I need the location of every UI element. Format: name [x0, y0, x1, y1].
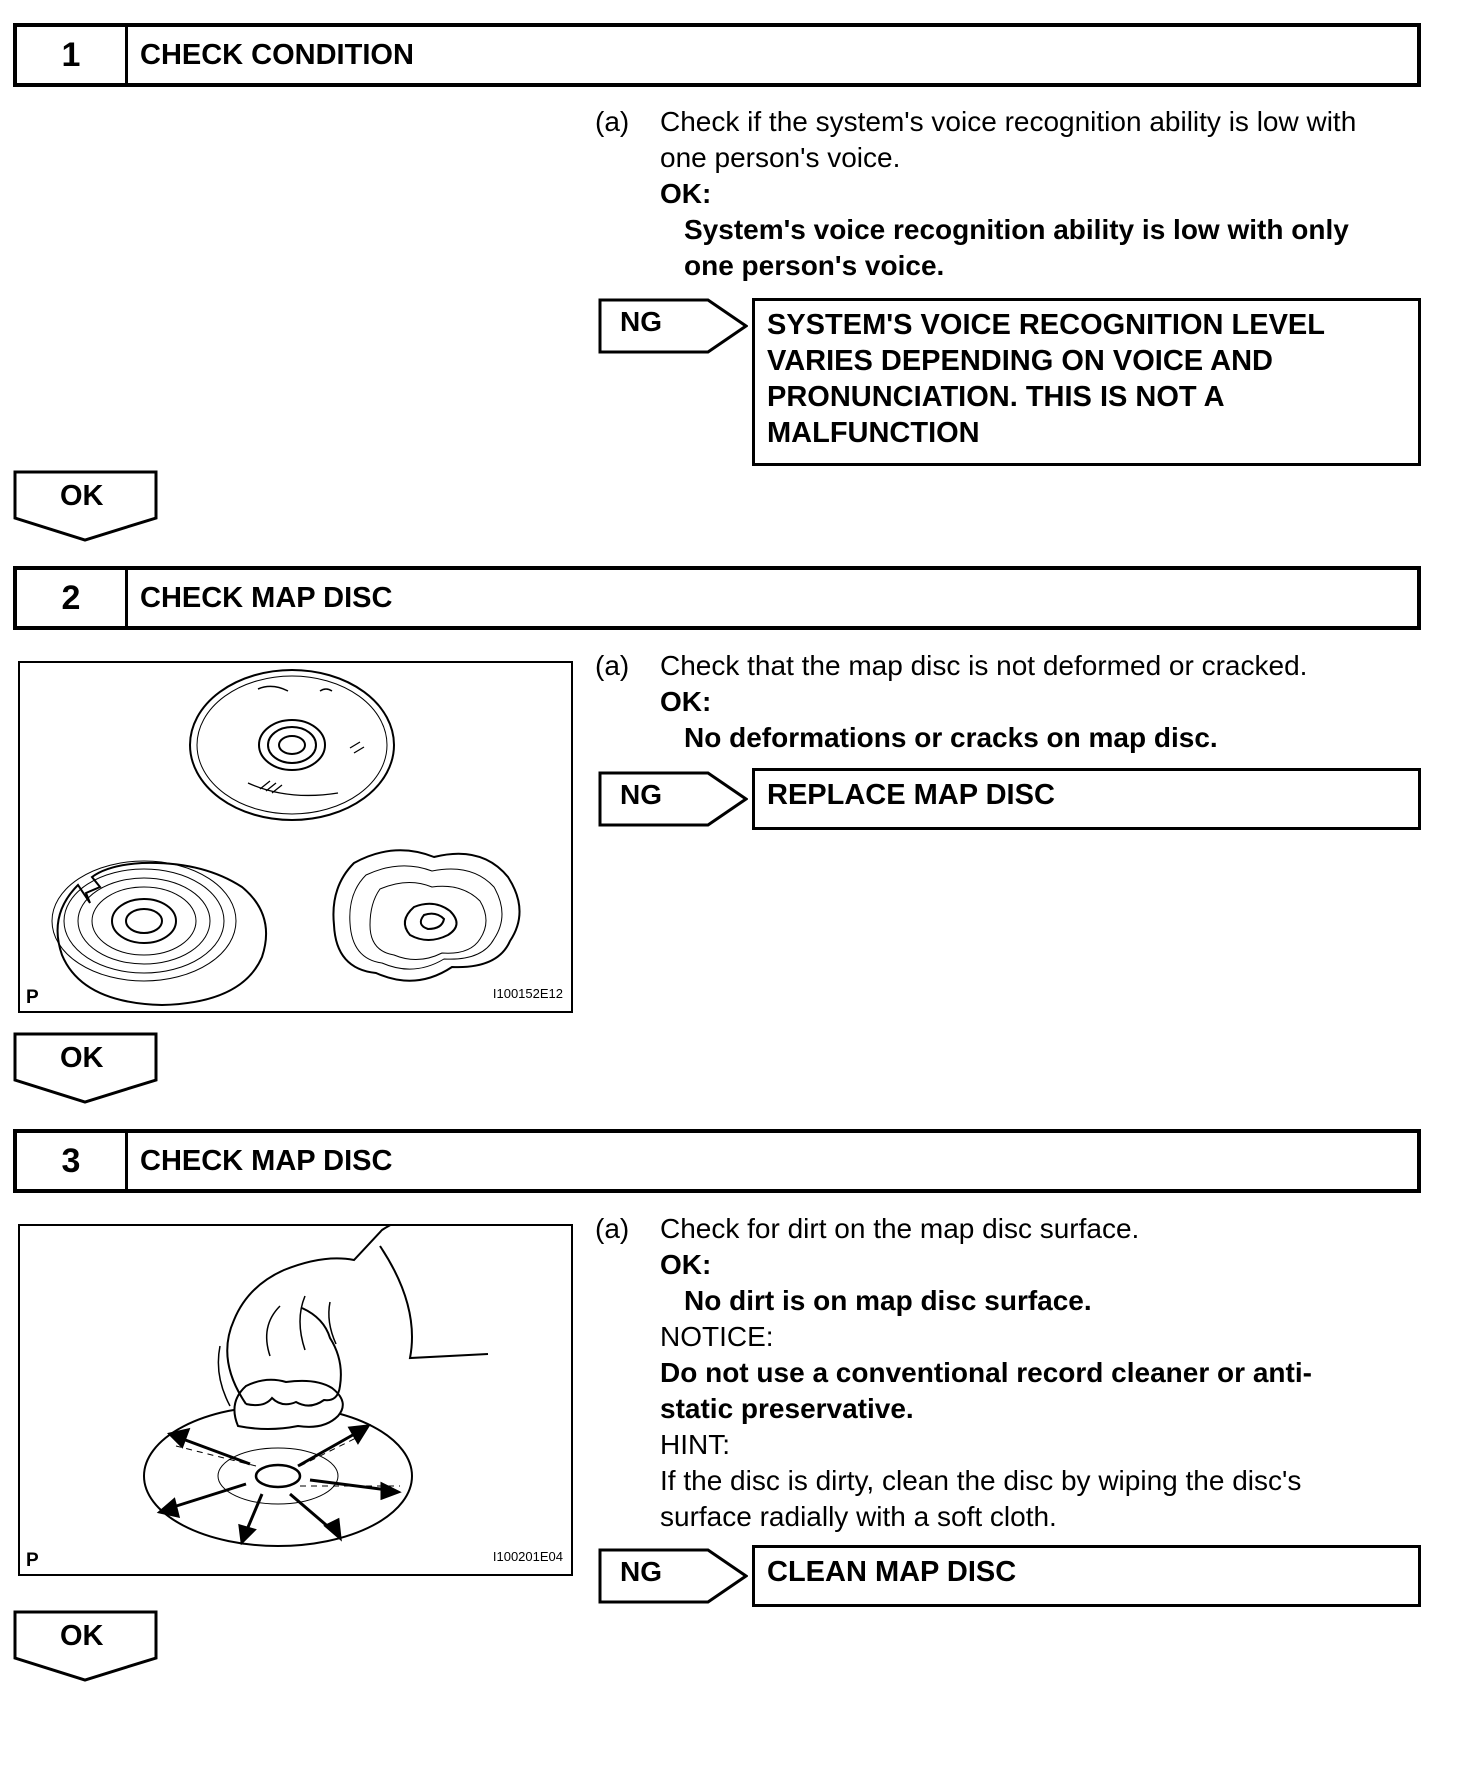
- ng-result-box: CLEAN MAP DISC: [752, 1545, 1421, 1607]
- notice-text-cont: static preservative.: [660, 1393, 914, 1424]
- step-number: 2: [17, 570, 128, 626]
- ok-arrow-icon: [13, 470, 158, 542]
- result-line: VARIES DEPENDING ON VOICE AND: [767, 345, 1273, 377]
- result-line: REPLACE MAP DISC: [767, 779, 1055, 811]
- ng-arrow-icon: [598, 771, 749, 827]
- item-text: Check if the system's voice recognition …: [660, 106, 1357, 137]
- ok-arrow: OK: [13, 1610, 159, 1687]
- step-title: CHECK MAP DISC: [140, 581, 393, 614]
- item-text-cont: one person's voice.: [660, 142, 901, 173]
- step-1-instructions: (a) Check if the system's voice recognit…: [595, 104, 1425, 284]
- disc-damage-illustration: P I100152E12: [18, 661, 573, 1013]
- notice-heading: NOTICE:: [660, 1321, 774, 1352]
- ok-label: OK: [60, 1620, 104, 1652]
- step-number: 1: [17, 27, 128, 83]
- item-label: (a): [595, 1213, 630, 1244]
- ok-criteria: System's voice recognition ability is lo…: [684, 214, 1349, 245]
- ok-heading: OK:: [660, 686, 712, 717]
- step-1-header: 1 CHECK CONDITION: [13, 23, 1421, 87]
- ok-heading: OK:: [660, 178, 712, 209]
- result-line: MALFUNCTION: [767, 417, 980, 449]
- ng-arrow-icon: [598, 298, 749, 354]
- ng-arrow-icon: [598, 1548, 749, 1604]
- ng-label: NG: [620, 779, 662, 810]
- damaged-discs-drawing: [51, 669, 521, 1007]
- ok-arrow-icon: [13, 1032, 158, 1104]
- item-label: (a): [595, 106, 630, 137]
- notice-text: Do not use a conventional record cleaner…: [660, 1357, 1312, 1388]
- ng-arrow: NG: [598, 771, 749, 832]
- step-3-instructions: (a) Check for dirt on the map disc surfa…: [595, 1211, 1425, 1535]
- step-3-header: 3 CHECK MAP DISC: [13, 1129, 1421, 1193]
- step-2-instructions: (a) Check that the map disc is not defor…: [595, 648, 1425, 756]
- ok-criteria: No deformations or cracks on map disc.: [684, 722, 1218, 753]
- disc-cleaning-illustration: P I100201E04: [18, 1214, 573, 1576]
- item-text: Check for dirt on the map disc surface.: [660, 1213, 1140, 1244]
- result-line: PRONUNCIATION. THIS IS NOT A: [767, 381, 1225, 413]
- ok-label: OK: [60, 480, 104, 512]
- step-2-header: 2 CHECK MAP DISC: [13, 566, 1421, 630]
- ok-arrow-icon: [13, 1610, 158, 1682]
- step-title: CHECK MAP DISC: [140, 1144, 393, 1177]
- disc-wiping-drawing: [143, 1214, 489, 1547]
- ok-arrow: OK: [13, 1032, 159, 1109]
- ng-label: NG: [620, 306, 662, 337]
- ng-arrow: NG: [598, 298, 749, 359]
- figure-code: I100201E04: [492, 1549, 563, 1564]
- figure-corner-label: P: [26, 1550, 39, 1571]
- step-title: CHECK CONDITION: [140, 38, 414, 71]
- ng-result-box: REPLACE MAP DISC: [752, 768, 1421, 830]
- ng-label: NG: [620, 1556, 662, 1587]
- ok-arrow: OK: [13, 470, 159, 547]
- result-line: SYSTEM'S VOICE RECOGNITION LEVEL: [767, 309, 1325, 341]
- ng-result-box: SYSTEM'S VOICE RECOGNITION LEVEL VARIES …: [752, 298, 1421, 466]
- figure-code: I100152E12: [492, 986, 563, 1001]
- hint-text-cont: surface radially with a soft cloth.: [660, 1501, 1057, 1532]
- item-text: Check that the map disc is not deformed …: [660, 650, 1308, 681]
- ok-label: OK: [60, 1042, 104, 1074]
- ok-heading: OK:: [660, 1249, 712, 1280]
- step-number: 3: [17, 1133, 128, 1189]
- figure-corner-label: P: [26, 987, 39, 1008]
- item-label: (a): [595, 650, 630, 681]
- hint-heading: HINT:: [660, 1429, 730, 1460]
- ng-arrow: NG: [598, 1548, 749, 1609]
- ok-criteria-cont: one person's voice.: [684, 250, 945, 281]
- hint-text: If the disc is dirty, clean the disc by …: [660, 1465, 1302, 1496]
- ok-criteria: No dirt is on map disc surface.: [684, 1285, 1092, 1316]
- result-line: CLEAN MAP DISC: [767, 1556, 1017, 1588]
